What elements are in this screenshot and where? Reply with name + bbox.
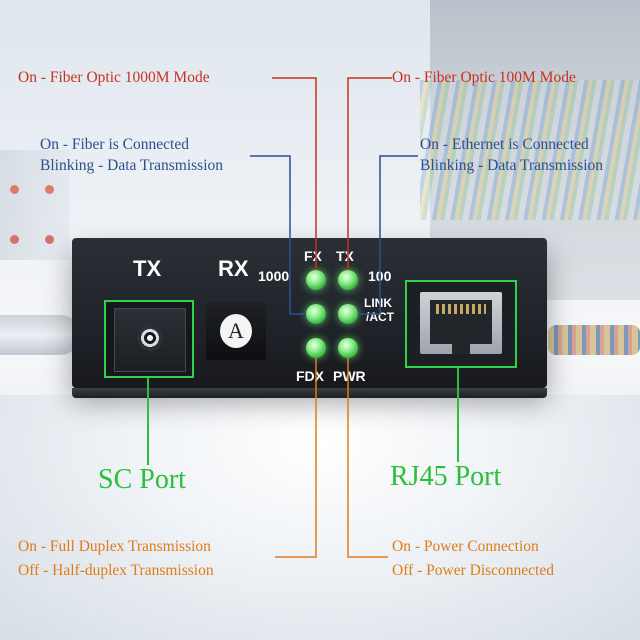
led-act-label: /ACT [366, 310, 394, 324]
rj45-socket [430, 300, 492, 354]
led-pwr-label: PWR [333, 368, 366, 384]
panel-light-icon [45, 185, 54, 194]
annotation-fiber-100m: On - Fiber Optic 100M Mode [392, 69, 576, 86]
rj45-port[interactable] [405, 280, 517, 368]
led-fx-label: FX [304, 248, 322, 264]
panel-light-icon [45, 235, 54, 244]
annotation-power-line1: On - Power Connection [392, 538, 539, 555]
port-a-tag: A [206, 302, 266, 360]
fiber-ferrule-icon [137, 325, 163, 351]
annotation-ethernet-connected-line2: Blinking - Data Transmission [420, 157, 604, 174]
panel-light-icon [10, 185, 19, 194]
background-cable [548, 325, 640, 355]
led-100-label: 100 [368, 268, 392, 284]
led-tx-100 [338, 270, 358, 290]
led-pwr [338, 338, 358, 358]
media-converter-base [72, 388, 547, 398]
led-fdx-label: FDX [296, 368, 324, 384]
sc-port-housing [114, 308, 186, 372]
rj45-latch-notch [452, 344, 470, 354]
led-tx-label: TX [336, 248, 354, 264]
rj45-jack-icon [420, 292, 502, 354]
table-surface [0, 395, 640, 640]
rx-label: RX [218, 256, 249, 281]
port-a-letter: A [220, 314, 252, 348]
led-link-label: LINK [364, 296, 392, 310]
annotation-power-line2: Off - Power Disconnected [392, 562, 554, 579]
led-tx-link-act [338, 304, 358, 324]
annotation-fiber-connected-line1: On - Fiber is Connected [40, 136, 189, 153]
tx-label: TX [133, 256, 162, 281]
background-pipe [0, 315, 80, 355]
panel-light-icon [10, 235, 19, 244]
background-control-panel [0, 150, 70, 260]
led-1000-label: 1000 [258, 268, 290, 284]
sc-port-label: SC Port [98, 464, 186, 495]
led-fx-1000 [306, 270, 326, 290]
sc-port[interactable] [104, 300, 194, 378]
background-network-cables [420, 80, 640, 220]
annotation-fiber-connected-line2: Blinking - Data Transmission [40, 157, 224, 174]
annotation-full-duplex-line2: Off - Half-duplex Transmission [18, 562, 214, 579]
annotation-fiber-1000m: On - Fiber Optic 1000M Mode [18, 69, 210, 86]
annotation-ethernet-connected-line1: On - Ethernet is Connected [420, 136, 589, 153]
rj45-port-label: RJ45 Port [390, 461, 502, 492]
rj45-pins-icon [436, 304, 486, 314]
led-fdx [306, 338, 326, 358]
led-fx-link [306, 304, 326, 324]
annotation-full-duplex-line1: On - Full Duplex Transmission [18, 538, 211, 555]
